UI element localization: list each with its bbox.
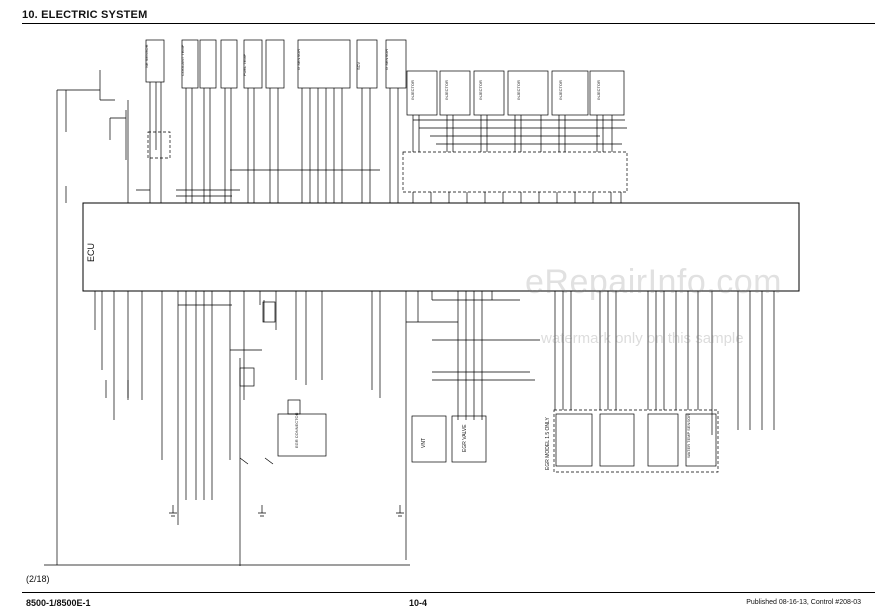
vnt-box [411, 415, 447, 463]
injector-box-4 [507, 70, 549, 116]
egr-sensor-box-1 [555, 413, 593, 467]
published-note: Published 08-16-13, Control #208-03 [746, 599, 861, 606]
egr-valve-box [451, 415, 487, 463]
egr-sensor-box-2 [599, 413, 635, 467]
fuse-box [262, 301, 276, 323]
sensor-box-1 [145, 39, 165, 83]
injector-box-1 [406, 70, 438, 116]
svg-text:INJECTOR: INJECTOR [444, 80, 449, 100]
relay-dashed [147, 131, 171, 159]
egr-valve-label: EGR VALVE [462, 424, 468, 452]
egr-sensor-box-3 [647, 413, 679, 467]
page-number: 10-4 [409, 598, 428, 608]
header-divider [22, 23, 875, 24]
egr-model-dashed [553, 409, 719, 473]
svg-text:WATER TEMP SENSOR: WATER TEMP SENSOR [686, 414, 691, 458]
svg-text:INJECTOR: INJECTOR [558, 80, 563, 100]
egr-model-label: EGR MODEL 1.5 ONLY [545, 417, 551, 470]
resistor-box [239, 367, 255, 387]
svg-text:EGR CONNECTOR: EGR CONNECTOR [294, 412, 299, 448]
svg-text:G SENSOR: G SENSOR [296, 49, 301, 70]
connector-box [287, 399, 301, 415]
watermark-note: watermark only on this sample [541, 330, 744, 347]
page-index: (2/18) [26, 574, 50, 584]
model-number: 8500-1/8500E-1 [26, 598, 91, 608]
svg-text:G SENSOR: G SENSOR [384, 49, 389, 70]
egr-connector-box [277, 413, 327, 457]
svg-text:INJECTOR: INJECTOR [410, 80, 415, 100]
injector-box-6 [589, 70, 625, 116]
injector-box-5 [551, 70, 589, 116]
footer-divider [22, 592, 875, 593]
sensor-box-7 [297, 39, 351, 89]
watermark-site: eRepairInfo.com [525, 263, 782, 301]
svg-text:NE SENSOR: NE SENSOR [144, 44, 149, 68]
svg-text:SCV: SCV [356, 61, 361, 70]
sensor-box-6 [265, 39, 285, 89]
sensor-box-9 [385, 39, 407, 89]
injector-box-2 [439, 70, 471, 116]
svg-text:INJECTOR: INJECTOR [516, 80, 521, 100]
svg-text:COOLANT TEMP: COOLANT TEMP [180, 44, 185, 76]
svg-text:FUEL TEMP: FUEL TEMP [242, 53, 247, 76]
ecu-block [82, 202, 800, 292]
svg-text:INJECTOR: INJECTOR [478, 80, 483, 100]
ecu-label: ECU [86, 243, 96, 262]
injector-box-3 [473, 70, 505, 116]
egr-sensor-box-4 [685, 413, 717, 467]
sensor-box-3 [199, 39, 217, 89]
sensor-box-8 [356, 39, 378, 89]
vnt-label: VNT [421, 438, 427, 448]
injector-shield [402, 151, 628, 193]
sensor-box-2 [181, 39, 199, 89]
sensor-box-5 [243, 39, 263, 89]
svg-text:INJECTOR: INJECTOR [596, 80, 601, 100]
section-title: 10. ELECTRIC SYSTEM [22, 9, 148, 21]
sensor-box-4 [220, 39, 238, 89]
